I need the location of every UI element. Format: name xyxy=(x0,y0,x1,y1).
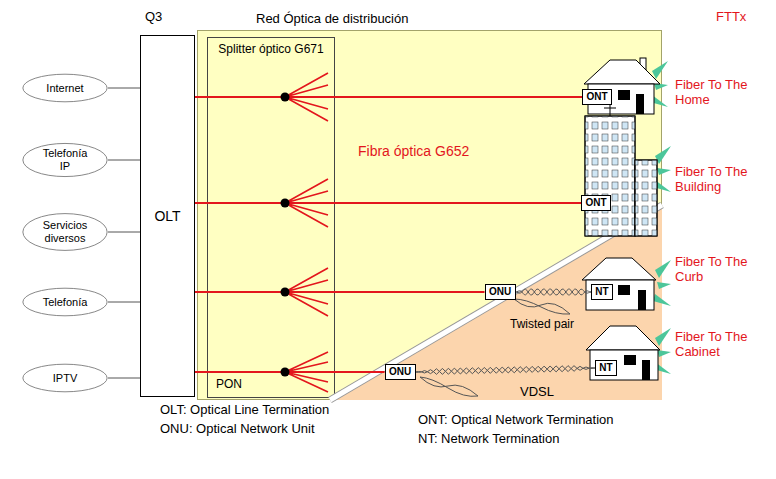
fttx-label: Fiber To The Building xyxy=(675,165,748,195)
ellipse-shape xyxy=(23,214,107,251)
service-ellipse: Telefonía IP xyxy=(22,142,108,178)
edge-group xyxy=(108,232,140,233)
edge-group xyxy=(108,88,140,89)
terminal-box: ONT xyxy=(581,195,611,211)
text-label: Twisted pair xyxy=(510,318,574,332)
node-label: Red Óptica de distribución xyxy=(256,12,408,27)
text-label: Q3 xyxy=(145,10,162,25)
fttx-label: Fibra óptica G652 xyxy=(358,143,469,159)
edge-group xyxy=(108,160,140,161)
node-label: IPTV xyxy=(53,372,77,385)
text-label: OLT: Optical Line Termination xyxy=(160,403,329,418)
service-ellipse: Telefonía xyxy=(22,287,108,317)
fttx-label: Fiber To The Curb xyxy=(675,255,748,285)
region-divider xyxy=(330,205,662,400)
edge-group xyxy=(108,302,140,303)
vdsl-region: VDSL ONU ONU NT NT xyxy=(330,205,662,400)
terminal-box: NT xyxy=(595,360,617,376)
vdsl-area xyxy=(330,205,662,400)
fttx-label: FTTx xyxy=(716,10,746,25)
service-ellipse: IPTV xyxy=(22,363,108,393)
region-divider xyxy=(330,205,662,400)
node-label: ONT xyxy=(586,91,607,103)
node-label: PON xyxy=(216,378,242,392)
fttx-label: Fiber To The Home xyxy=(675,78,748,108)
node-label: ONT xyxy=(585,197,606,209)
ellipse-shape xyxy=(23,74,107,102)
distribution-region: Red Óptica de distribuciónSplitter óptic… xyxy=(197,30,662,400)
splitter-box: Splitter óptico G671PON xyxy=(207,37,335,398)
node-label: Telefonía IP xyxy=(37,147,93,172)
fttx-label: Fiber To The Cabinet xyxy=(675,330,748,360)
text-label: ONT: Optical Network Termination xyxy=(418,413,614,428)
terminal-box: ONU xyxy=(485,284,516,300)
node-label: ONU xyxy=(389,366,411,378)
ellipse-shape xyxy=(23,364,107,392)
service-ellipse: Internet xyxy=(22,73,108,103)
olt-box: OLT xyxy=(140,35,195,397)
service-link xyxy=(108,232,140,233)
ellipse-shape xyxy=(23,288,107,316)
terminal-box: ONT xyxy=(582,89,612,105)
node-label: NT xyxy=(595,286,608,298)
terminal-box: ONU xyxy=(385,364,416,380)
node-label: VDSL xyxy=(520,385,554,400)
node-label: Splitter óptico G671 xyxy=(218,43,323,57)
node-label: OLT xyxy=(154,208,180,224)
ellipse-shape xyxy=(23,143,107,176)
service-link xyxy=(108,160,140,161)
service-link xyxy=(108,88,140,89)
edge-group xyxy=(108,378,140,379)
service-link xyxy=(108,302,140,303)
service-ellipse: Servicios diversos xyxy=(22,212,108,252)
node-label: NT xyxy=(599,362,612,374)
node-label: ONU xyxy=(489,286,511,298)
terminal-box: NT xyxy=(591,284,613,300)
node-label: Telefonía xyxy=(43,296,88,309)
text-label: NT: Network Termination xyxy=(418,432,559,447)
text-label: ONU: Optical Network Unit xyxy=(160,422,315,437)
node-label: Internet xyxy=(46,82,83,95)
service-link xyxy=(108,378,140,379)
node-label: Servicios diversos xyxy=(37,219,93,244)
